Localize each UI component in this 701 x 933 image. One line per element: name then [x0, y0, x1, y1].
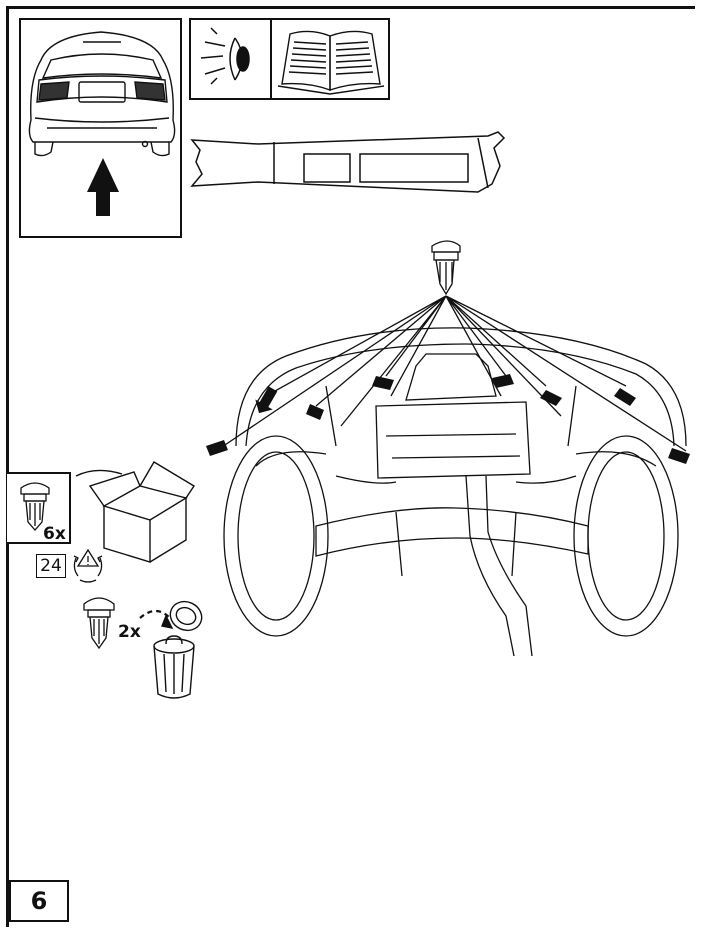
read-manual-panel — [189, 18, 390, 100]
trim-removal-tool-icon — [190, 131, 506, 193]
material-code-box: 24 — [36, 554, 66, 578]
car-rear-view-panel — [19, 18, 182, 238]
open-book-icon — [277, 30, 385, 95]
clip-quantity-label: 6x — [43, 524, 66, 544]
push-clip-icon — [431, 240, 461, 296]
push-clip-icon — [83, 597, 115, 650]
clip-bag-panel: 6x — [7, 472, 71, 544]
waste-bin-icon — [139, 600, 203, 699]
push-clip-icon — [20, 482, 50, 531]
discard-quantity-label: 2x — [118, 622, 141, 642]
arrow-up-icon — [87, 158, 119, 216]
recycle-icon — [73, 548, 103, 583]
carton-box-icon — [75, 461, 195, 563]
eye-icon — [200, 27, 250, 85]
underbody-diagram — [206, 240, 690, 657]
step-number: 6 — [9, 880, 69, 922]
page-frame — [6, 6, 695, 927]
car-rear-view-icon — [28, 31, 176, 216]
